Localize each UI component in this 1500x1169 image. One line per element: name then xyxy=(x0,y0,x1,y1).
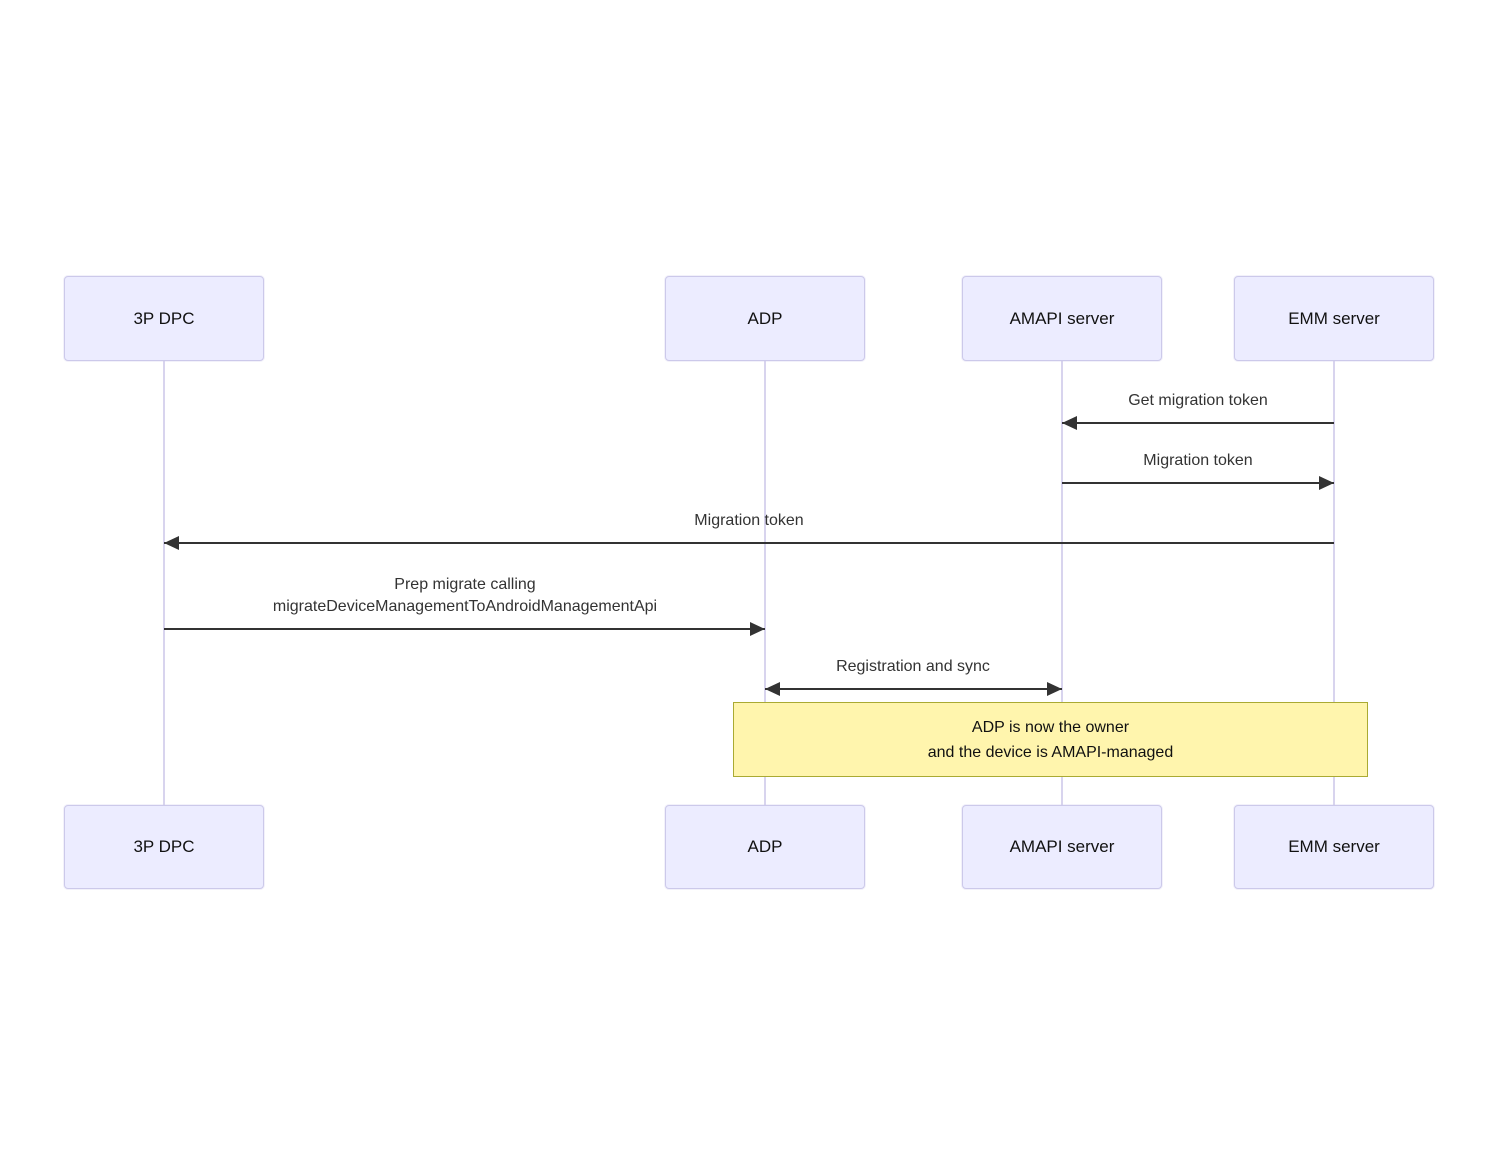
arrowhead-left-icon xyxy=(1062,416,1077,430)
actor-emm-server-top: EMM server xyxy=(1234,276,1434,361)
note-adp-owner: ADP is now the owner and the device is A… xyxy=(733,702,1368,777)
actor-label: EMM server xyxy=(1288,837,1380,856)
arrowhead-right-icon xyxy=(1047,682,1062,696)
actor-emm-server-bottom: EMM server xyxy=(1234,805,1434,889)
message-line-get-migration-token xyxy=(1062,422,1334,424)
message-line-prep-migrate xyxy=(164,628,765,630)
arrowhead-right-icon xyxy=(1319,476,1334,490)
actor-adp-top: ADP xyxy=(665,276,865,361)
message-line-migration-token-emm-to-dpc xyxy=(164,542,1334,544)
arrowhead-left-icon xyxy=(164,536,179,550)
message-label-prep-migrate: Prep migrate calling migrateDeviceManage… xyxy=(272,576,658,615)
actor-amapi-server-top: AMAPI server xyxy=(962,276,1162,361)
actor-label: ADP xyxy=(747,837,783,856)
actor-label: 3P DPC xyxy=(133,837,195,856)
actor-adp-bottom: ADP xyxy=(665,805,865,889)
arrowhead-left-icon xyxy=(765,682,780,696)
message-label-get-migration-token: Get migration token xyxy=(1128,392,1268,409)
message-label-migration-token-amapi-to-emm: Migration token xyxy=(1143,452,1253,469)
actor-label: AMAPI server xyxy=(1009,308,1115,328)
actor-label: 3P DPC xyxy=(133,308,195,328)
arrowhead-right-icon xyxy=(750,622,765,636)
message-line-registration-and-sync xyxy=(765,688,1062,690)
actor-amapi-server-bottom: AMAPI server xyxy=(962,805,1162,889)
lifeline-3p-dpc xyxy=(163,361,165,805)
message-label-registration-and-sync: Registration and sync xyxy=(836,658,990,675)
actor-3p-dpc-top: 3P DPC xyxy=(64,276,264,361)
actor-label: ADP xyxy=(747,308,783,328)
actor-label: EMM server xyxy=(1288,308,1380,328)
message-label-migration-token-emm-to-dpc: Migration token xyxy=(694,512,804,529)
lifeline-emm-server xyxy=(1333,361,1335,805)
actor-label: AMAPI server xyxy=(1009,837,1115,856)
actor-3p-dpc-bottom: 3P DPC xyxy=(64,805,264,889)
lifeline-adp xyxy=(764,361,766,805)
lifeline-amapi-server xyxy=(1061,361,1063,805)
message-line-migration-token-amapi-to-emm xyxy=(1062,482,1334,484)
